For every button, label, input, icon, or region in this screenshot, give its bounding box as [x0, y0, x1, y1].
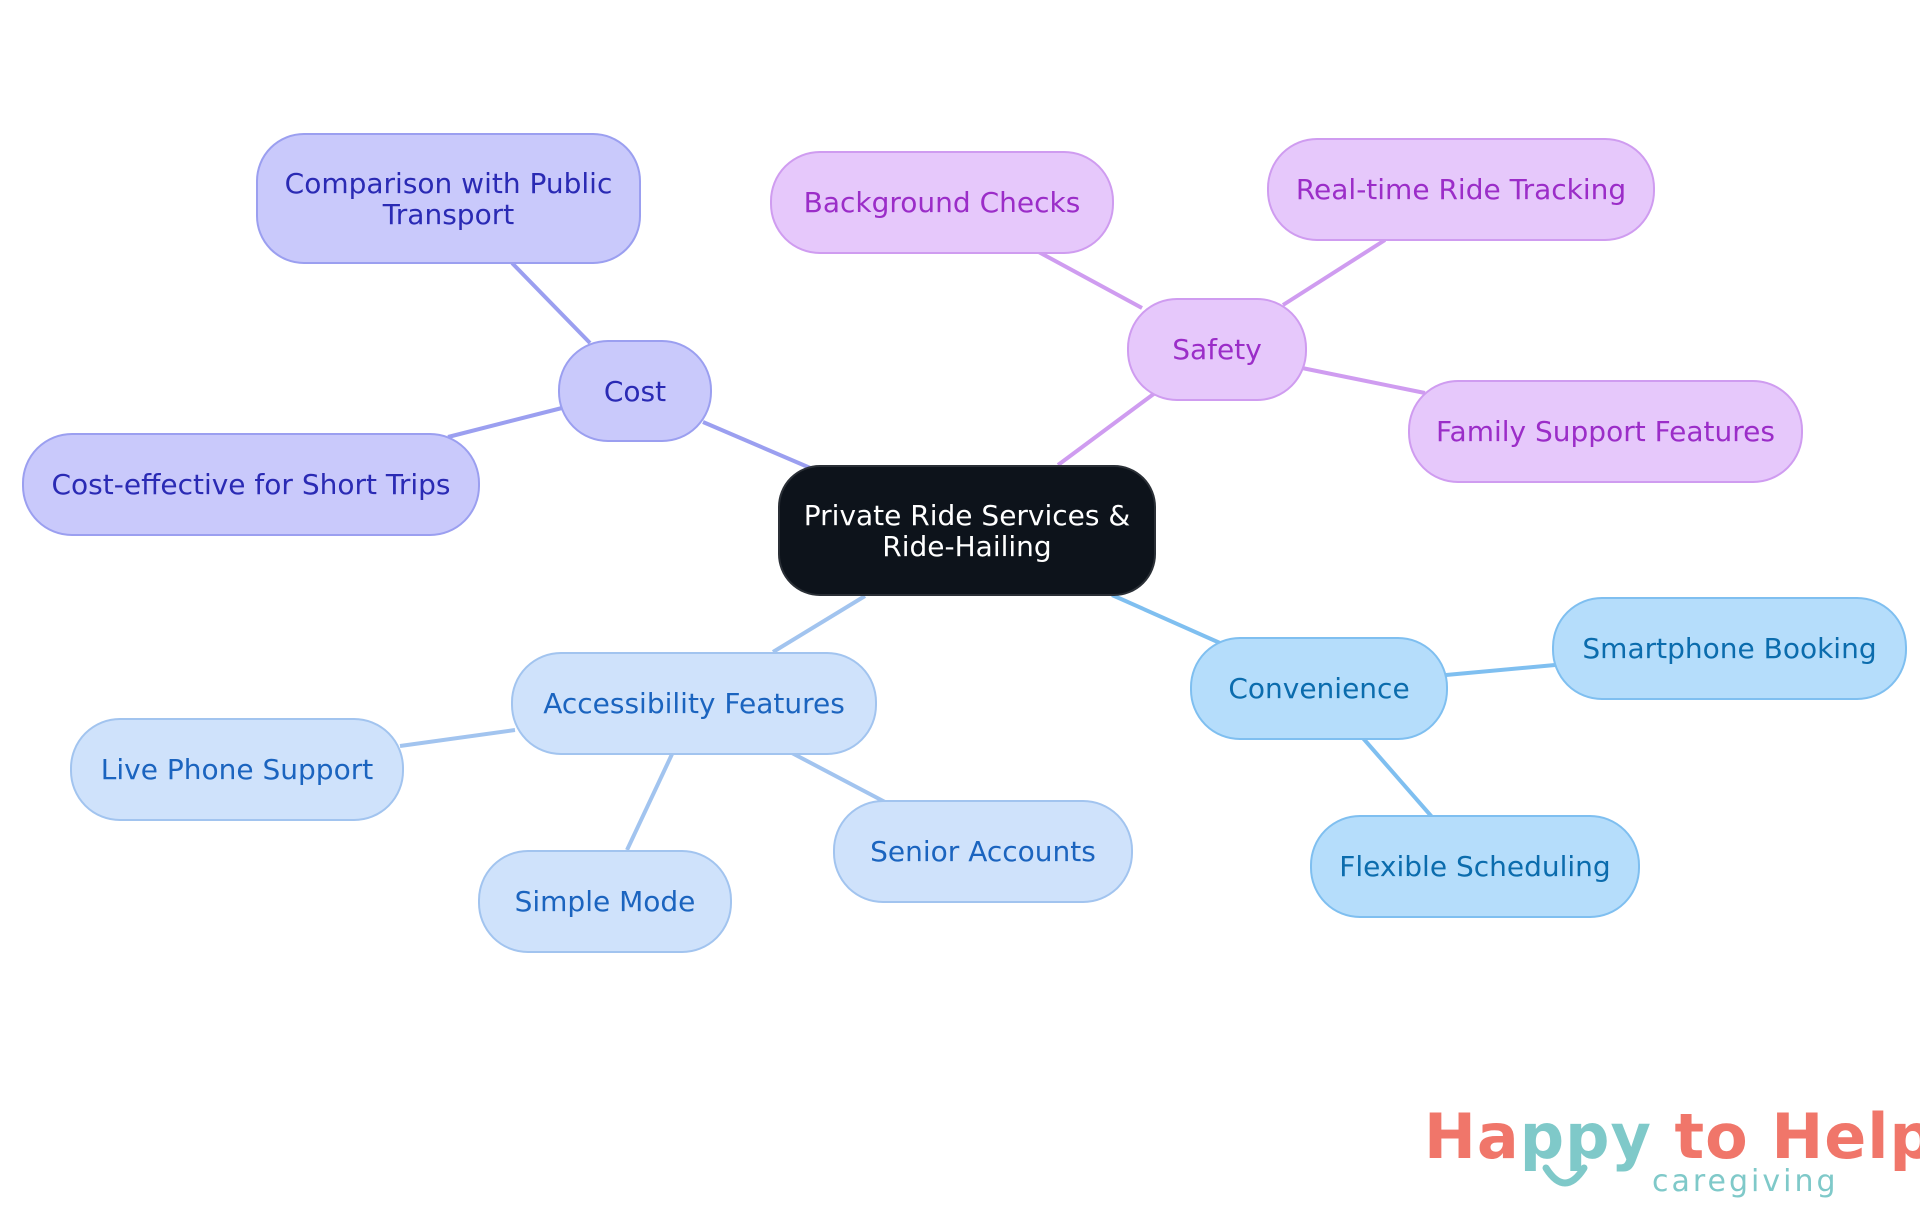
edge-root-accessibility: [771, 594, 867, 654]
logo-brand-part2: ppy: [1519, 1100, 1652, 1173]
edge-safety-background: [1034, 248, 1143, 310]
logo-brand-text: Happy to Help: [1424, 1100, 1920, 1173]
background-checks-node: Background Checks: [770, 151, 1114, 254]
edge-root-cost: [702, 420, 816, 472]
edge-cost-comparison: [510, 261, 592, 345]
logo-tagline: caregiving: [1652, 1164, 1839, 1199]
logo-smile-icon: [1542, 1164, 1588, 1187]
edge-conv-smartphone: [1445, 663, 1556, 677]
cost-effective-short-trips-node: Cost-effective for Short Trips: [22, 433, 480, 536]
edge-cost-short-trips: [447, 406, 563, 439]
live-phone-support-node: Live Phone Support: [70, 718, 404, 821]
convenience-node: Convenience: [1190, 637, 1448, 740]
logo-brand-part1: Ha: [1424, 1100, 1520, 1173]
accessibility-features-node: Accessibility Features: [511, 652, 877, 755]
logo-brand-part3: to Help: [1651, 1100, 1920, 1173]
real-time-ride-tracking-node: Real-time Ride Tracking: [1267, 138, 1655, 241]
edge-safety-tracking: [1281, 238, 1387, 307]
edge-conv-scheduling: [1360, 735, 1434, 819]
root-node: Private Ride Services & Ride-Hailing: [778, 465, 1156, 596]
edge-access-senior: [789, 750, 886, 804]
edge-root-safety: [1056, 391, 1157, 467]
happy-to-help-logo: Happy to Help caregiving: [1420, 1100, 1920, 1210]
edge-safety-family: [1301, 366, 1426, 395]
edge-root-convenience: [1111, 593, 1221, 645]
flexible-scheduling-node: Flexible Scheduling: [1310, 815, 1640, 918]
comparison-public-transport-node: Comparison with Public Transport: [256, 133, 641, 264]
cost-node: Cost: [558, 340, 712, 442]
smartphone-booking-node: Smartphone Booking: [1552, 597, 1907, 700]
senior-accounts-node: Senior Accounts: [833, 800, 1133, 903]
simple-mode-node: Simple Mode: [478, 850, 732, 953]
edge-access-phone: [399, 728, 516, 748]
family-support-features-node: Family Support Features: [1408, 380, 1803, 483]
edge-access-simple: [625, 751, 675, 851]
safety-node: Safety: [1127, 298, 1307, 401]
